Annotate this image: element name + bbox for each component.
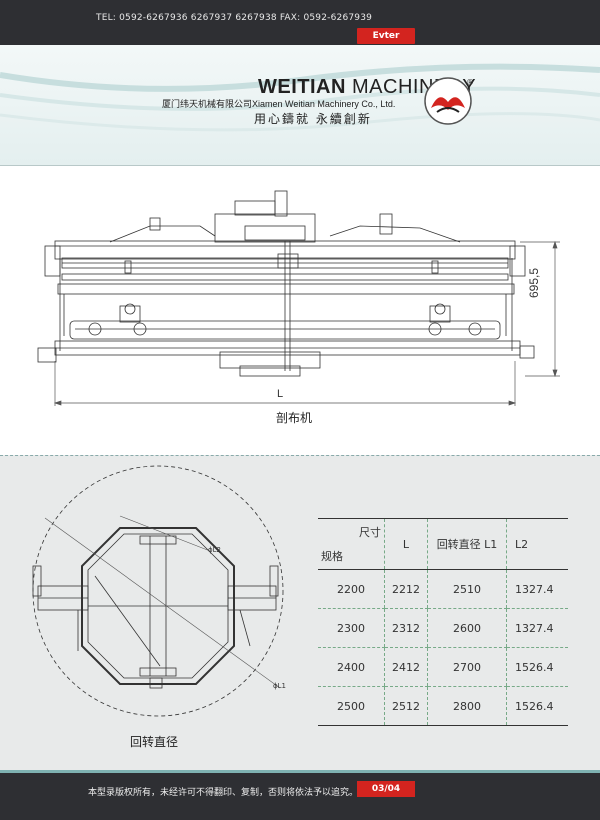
table-header-row: 尺寸 规格 L 回转直径 L1 L2 (318, 518, 568, 570)
brand-bold: WEITIAN (258, 76, 346, 98)
page-number: 03/04 (357, 781, 415, 797)
dimension-height-label: 695,5 (527, 267, 541, 298)
footer-bar: 本型录版权所有，未经许可不得翻印、复制，否则将依法予以追究。 03/04 (0, 770, 600, 820)
table-cell: 2312 (384, 608, 428, 648)
copyright-note: 本型录版权所有，未经许可不得翻印、复制，否则将依法予以追究。 (88, 788, 359, 798)
column-header: L2 (506, 518, 568, 570)
machine-drawing-section: L 695,5 剖布机 (0, 165, 600, 456)
column-header: L (384, 518, 428, 570)
table-cell: 2510 (427, 569, 507, 609)
table-cell: 2512 (384, 686, 428, 726)
diameter-l1-label: ϕL1 (273, 682, 286, 690)
corner-header-cell: 尺寸 规格 (318, 518, 385, 570)
corner-bottom-label: 规格 (321, 550, 343, 563)
brand-header (0, 45, 600, 165)
rotation-caption: 回转直径 (130, 735, 179, 749)
company-logo-icon (424, 77, 472, 125)
company-name: 厦门纬天机械有限公司Xiamen Weitian Machinery Co., … (162, 99, 396, 109)
table-cell: 2800 (427, 686, 507, 726)
table-cell: 1327.4 (506, 569, 568, 609)
table-cell: 1327.4 (506, 608, 568, 648)
dimension-length-label: L (277, 388, 284, 400)
table-cell: 2412 (384, 647, 428, 687)
table-cell: 1526.4 (506, 686, 568, 726)
table-cell: 2400 (318, 647, 385, 687)
slogan: 用心鑄就 永續創新 (254, 112, 372, 126)
header-wave-decoration (0, 63, 600, 132)
table-cell: 2300 (318, 608, 385, 648)
language-button[interactable]: Evter (357, 28, 415, 44)
table-row: 2500 2512 2800 1526.4 (318, 686, 568, 726)
table-cell: 1526.4 (506, 647, 568, 687)
table-cell: 2700 (427, 647, 507, 687)
machine-side-drawing (37, 190, 560, 406)
corner-top-label: 尺寸 (359, 526, 381, 539)
table-cell: 2212 (384, 569, 428, 609)
table-cell: 2200 (318, 569, 385, 609)
table-row: 2400 2412 2700 1526.4 (318, 647, 568, 687)
table-cell: 2500 (318, 686, 385, 726)
rotation-section: ϕL2 ϕL1 回转直径 尺寸 规格 L 回转直径 L1 L2 2200 221… (0, 455, 600, 771)
machine-caption: 剖布机 (276, 411, 313, 425)
top-contact-bar: TEL: 0592-6267936 6267937 6267938 FAX: 0… (0, 0, 600, 45)
column-header: 回转直径 L1 (427, 518, 507, 570)
contact-info: TEL: 0592-6267936 6267937 6267938 FAX: 0… (96, 13, 373, 23)
rotation-diameter-drawing (32, 465, 284, 717)
registered-mark: ® (466, 78, 474, 87)
table-cell: 2600 (427, 608, 507, 648)
table-row: 2300 2312 2600 1327.4 (318, 608, 568, 648)
spec-table: 尺寸 规格 L 回转直径 L1 L2 2200 2212 2510 1327.4… (318, 518, 568, 726)
table-row: 2200 2212 2510 1327.4 (318, 569, 568, 609)
diameter-l2-label: ϕL2 (208, 546, 221, 554)
